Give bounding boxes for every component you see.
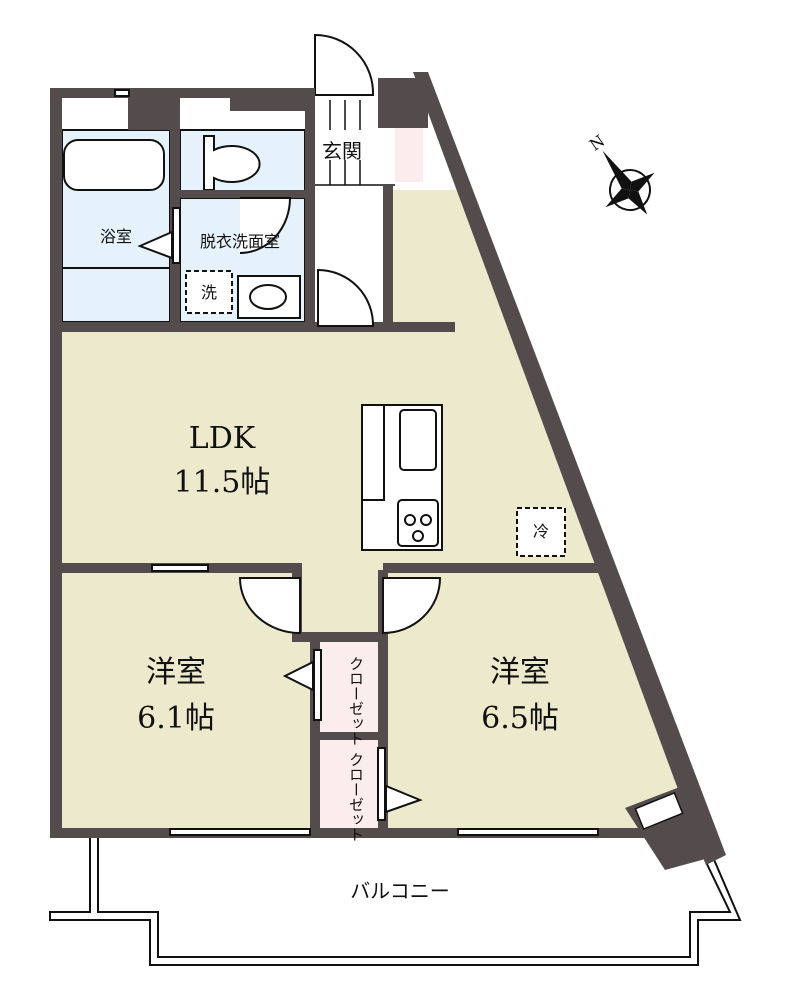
ldk-size: 11.5帖 [174,465,271,500]
western-left-name: 洋室 [146,655,206,690]
closet-1-label: クローゼット [347,656,365,746]
kitchen [361,404,443,551]
western-right-name: 洋室 [490,655,550,690]
compass-icon: N [586,131,655,215]
washer-mark: 洗 [201,283,217,302]
western-right-size: 6.5帖 [481,701,559,736]
door-bathroom[interactable] [172,207,181,264]
window [151,564,209,572]
entrance-label: 玄関 [322,139,362,163]
door-western-right[interactable] [382,577,442,635]
toilet-icon [203,135,261,191]
walls [50,72,726,870]
washroom-label: 脱衣洗面室 [200,232,280,251]
door-western-left[interactable] [238,577,301,635]
window [457,828,599,836]
ldk-name: LDK [189,421,256,456]
closet-2-label: クローゼット [347,752,365,842]
fridge-mark: 冷 [533,522,549,541]
western-left-size: 6.1帖 [137,701,215,736]
bathroom-label: 浴室 [100,227,132,246]
washbasin [237,275,301,319]
closet-2 [320,740,378,828]
closet-1 [320,642,378,732]
washer-space [185,270,233,314]
balcony-label: バルコニー [350,879,450,903]
shoe-cabinet [395,122,423,182]
compass-north-label: N [586,131,608,155]
fridge-space [516,507,566,557]
closet-2-door[interactable] [377,747,386,821]
front-door[interactable] [314,33,375,96]
balcony: バルコニー [49,838,742,966]
door-hall[interactable] [317,268,375,327]
bathtub [63,139,165,191]
door-washroom[interactable] [239,197,292,254]
closet-1-door[interactable] [313,649,322,721]
window [169,828,311,836]
